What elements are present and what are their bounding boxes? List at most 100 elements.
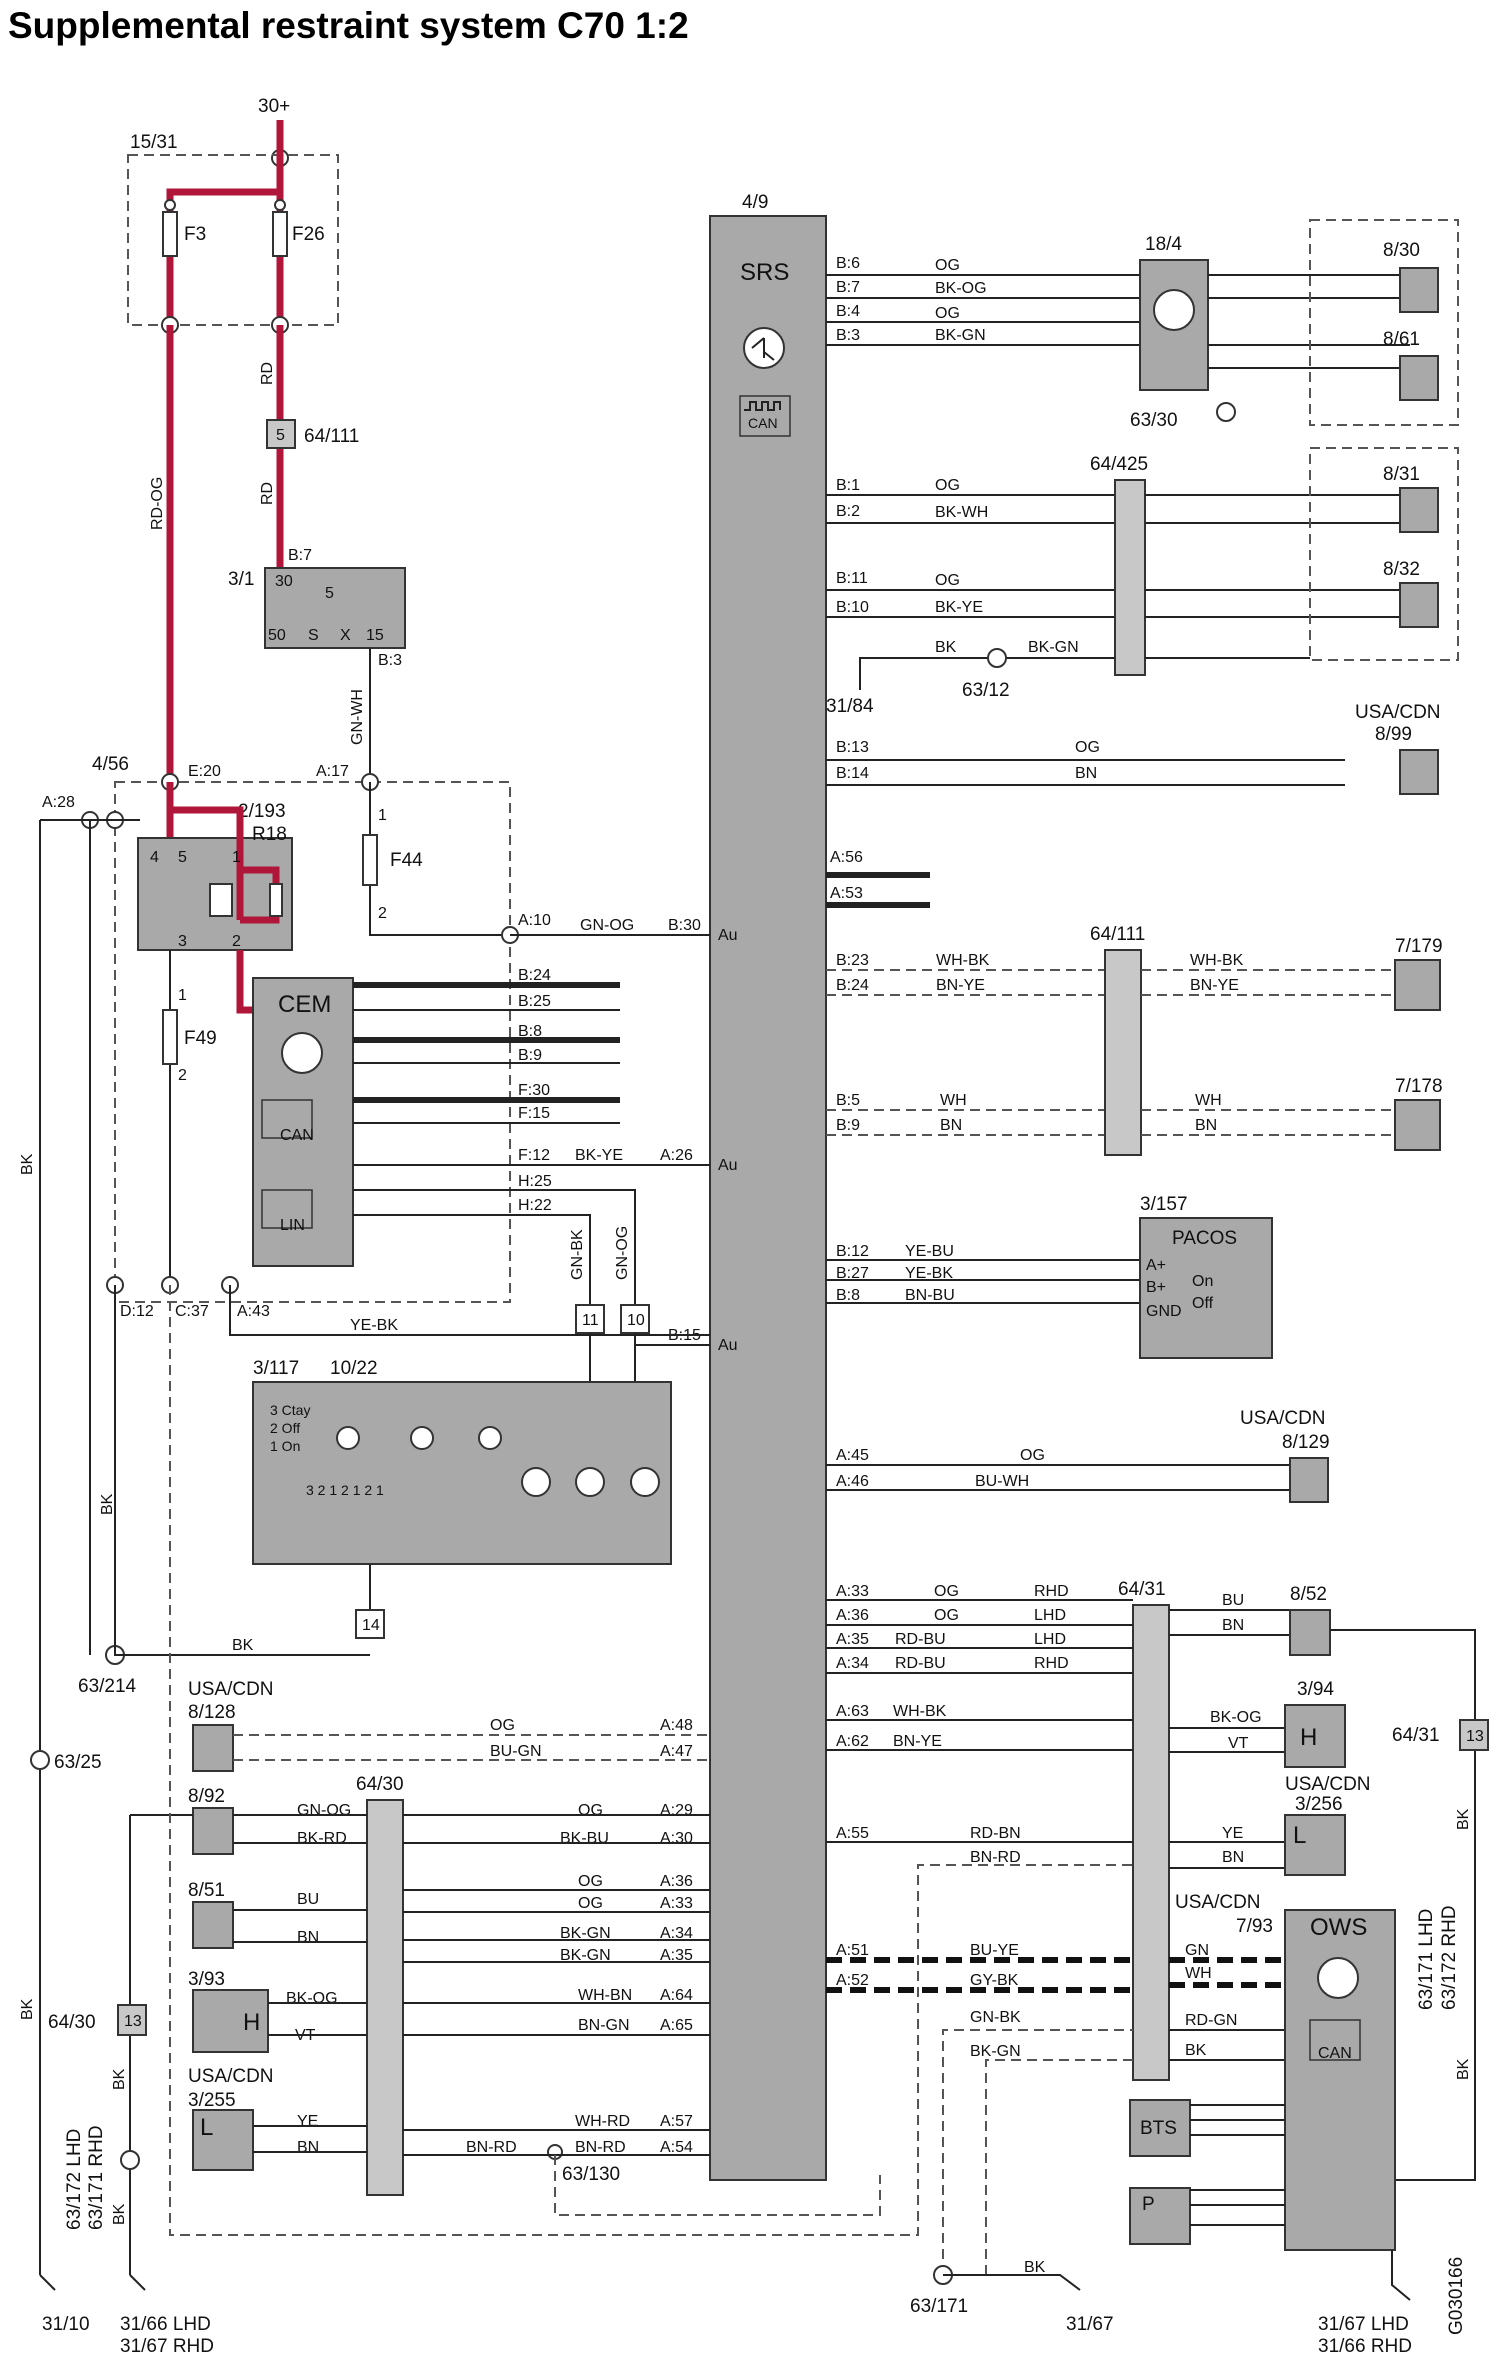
svg-text:B:23: B:23 (836, 952, 869, 969)
svg-text:OG: OG (935, 257, 960, 274)
sensor-7-179 (1394, 959, 1441, 1011)
svg-text:USA/CDN: USA/CDN (1175, 1892, 1261, 1913)
svg-text:8/52: 8/52 (1290, 1584, 1327, 1605)
fuse-f3 (162, 211, 178, 257)
srs-name: SRS (740, 259, 789, 286)
svg-text:YE: YE (1222, 1825, 1243, 1842)
svg-text:A:56: A:56 (830, 849, 863, 866)
svg-text:WH: WH (1195, 1092, 1222, 1109)
svg-text:3/93: 3/93 (188, 1969, 225, 1990)
can-icon (739, 395, 791, 437)
svg-text:GN-OG: GN-OG (614, 1226, 631, 1280)
svg-text:31/84: 31/84 (826, 696, 874, 717)
svg-text:1 On: 1 On (270, 1438, 300, 1454)
svg-text:B:30: B:30 (668, 917, 701, 934)
svg-text:7/178: 7/178 (1395, 1076, 1443, 1097)
svg-text:B:8: B:8 (518, 1023, 542, 1040)
svg-text:WH-BK: WH-BK (1190, 952, 1244, 969)
svg-text:63/30: 63/30 (1130, 410, 1178, 431)
svg-text:BU: BU (1222, 1592, 1244, 1609)
svg-text:1: 1 (178, 987, 187, 1004)
svg-text:GY-BK: GY-BK (970, 1972, 1019, 1989)
svg-text:GN-BK: GN-BK (569, 1229, 586, 1280)
svg-text:A:48: A:48 (660, 1717, 693, 1734)
ground-63-30 (1216, 402, 1236, 422)
svg-text:B:24: B:24 (518, 967, 551, 984)
svg-text:64/31: 64/31 (1118, 1579, 1166, 1600)
power-feed-wire (166, 120, 284, 325)
svg-text:A:35: A:35 (660, 1947, 693, 1964)
svg-text:USA/CDN: USA/CDN (1355, 702, 1441, 723)
svg-text:YE: YE (297, 2113, 318, 2130)
svg-text:GN: GN (1185, 1942, 1209, 1959)
svg-text:A:33: A:33 (660, 1895, 693, 1912)
svg-text:OG: OG (935, 305, 960, 322)
svg-text:3/117: 3/117 (253, 1358, 299, 1379)
svg-text:A:51: A:51 (836, 1942, 869, 1959)
svg-text:GN-BK: GN-BK (970, 2009, 1021, 2026)
svg-text:B:5: B:5 (836, 1092, 860, 1109)
svg-text:L: L (200, 2114, 213, 2141)
svg-text:BK-YE: BK-YE (935, 599, 983, 616)
svg-text:D:12: D:12 (120, 1303, 154, 1320)
svg-text:8/92: 8/92 (188, 1786, 225, 1807)
svg-text:OG: OG (578, 1895, 603, 1912)
sensor-7-178 (1394, 1099, 1441, 1151)
svg-text:A:34: A:34 (836, 1655, 869, 1672)
cem-processor-icon (281, 1032, 323, 1074)
fuse-f26-label: F26 (292, 224, 325, 245)
svg-text:BK-GN: BK-GN (970, 2043, 1021, 2060)
svg-text:BK: BK (111, 2203, 128, 2225)
svg-text:B:13: B:13 (836, 739, 869, 756)
svg-text:BK-GN: BK-GN (560, 1925, 611, 1942)
squib-8-32 (1399, 582, 1439, 628)
svg-text:BK-WH: BK-WH (935, 504, 988, 521)
svg-text:BK: BK (19, 1153, 36, 1175)
svg-text:Au: Au (718, 1157, 738, 1174)
svg-text:BK-OG: BK-OG (1210, 1709, 1262, 1726)
svg-text:BU-YE: BU-YE (970, 1942, 1019, 1959)
power-label: 30+ (258, 96, 290, 117)
ows-can-icon (1309, 2019, 1361, 2061)
svg-text:31/66 RHD: 31/66 RHD (1318, 2336, 1412, 2357)
srs-a-pin-wires (826, 1599, 1290, 2061)
svg-text:4: 4 (150, 849, 159, 866)
svg-text:E:20: E:20 (188, 763, 221, 780)
svg-text:13: 13 (1466, 1728, 1484, 1745)
svg-text:A:33: A:33 (836, 1583, 869, 1600)
svg-text:RD-BU: RD-BU (895, 1631, 946, 1648)
svg-text:BU: BU (297, 1891, 319, 1908)
svg-text:63/172 RHD: 63/172 RHD (1439, 1905, 1460, 2010)
led-icon (575, 1467, 605, 1497)
svg-text:H:25: H:25 (518, 1173, 552, 1190)
svg-text:B:12: B:12 (836, 1243, 869, 1260)
svg-text:B:25: B:25 (518, 993, 551, 1010)
svg-text:A:35: A:35 (836, 1631, 869, 1648)
svg-text:H: H (243, 2009, 260, 2036)
srs-id: 4/9 (742, 192, 768, 213)
svg-text:1: 1 (232, 849, 241, 866)
svg-text:BK: BK (935, 639, 957, 656)
squib-8-31 (1399, 487, 1439, 533)
heater-3-94 (1284, 1704, 1346, 1768)
switch-3-117 (252, 1381, 672, 1565)
svg-text:BK: BK (111, 2068, 128, 2090)
svg-text:F44: F44 (390, 850, 423, 871)
svg-text:YE-BK: YE-BK (905, 1265, 953, 1282)
svg-text:2/193: 2/193 (238, 801, 286, 822)
svg-text:BU-WH: BU-WH (975, 1473, 1029, 1490)
ground-63-12 (987, 648, 1007, 668)
svg-text:OG: OG (935, 572, 960, 589)
svg-text:B:2: B:2 (836, 503, 860, 520)
svg-text:H: H (1300, 1724, 1317, 1751)
svg-text:S: S (308, 627, 319, 644)
svg-text:OG: OG (578, 1873, 603, 1890)
svg-text:B:4: B:4 (836, 303, 860, 320)
svg-text:A:28: A:28 (42, 794, 75, 811)
svg-text:BK: BK (1024, 2259, 1046, 2276)
cem-boundary (114, 781, 511, 1303)
svg-text:WH-RD: WH-RD (575, 2113, 630, 2130)
svg-text:BK-BU: BK-BU (560, 1830, 609, 1847)
svg-text:64/31: 64/31 (1392, 1725, 1440, 1746)
